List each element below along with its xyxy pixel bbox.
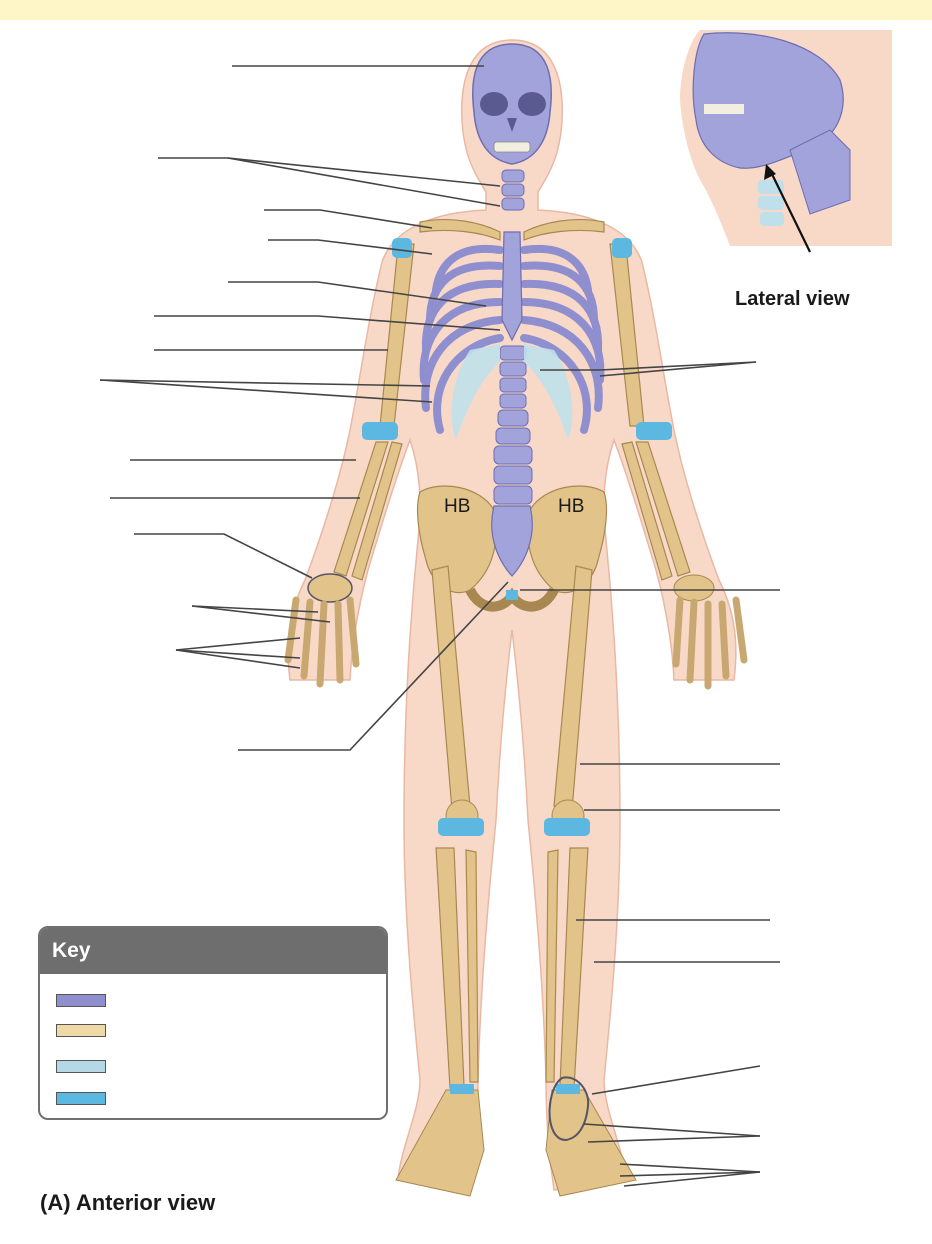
hip-bone-label-left: HB	[444, 496, 471, 517]
lateral-view-inset	[680, 30, 892, 253]
hand-bones	[284, 573, 748, 690]
anterior-view-caption: (A) Anterior view	[40, 1190, 216, 1215]
lateral-view-caption: Lateral view	[735, 288, 850, 310]
hip-bone-label-right: HB	[558, 496, 585, 517]
header-band	[0, 0, 932, 20]
knees	[438, 799, 590, 836]
key-legend: Key	[38, 926, 388, 1120]
swatch-axial	[56, 994, 106, 1007]
pelvis	[416, 485, 608, 612]
rib-cage	[419, 244, 605, 434]
vertebral-column	[493, 169, 533, 505]
costal-cartilage	[451, 344, 573, 440]
foot-bones	[395, 1076, 637, 1197]
swatch-joint	[56, 1092, 106, 1105]
key-title: Key	[40, 928, 386, 974]
clavicles	[419, 219, 605, 241]
leg-bones	[431, 565, 593, 1089]
swatch-cartilage	[56, 1060, 106, 1073]
leader-lines	[99, 65, 780, 1187]
shoulder-and-elbow-joints	[362, 238, 672, 440]
sternum	[501, 231, 523, 342]
skull	[472, 43, 552, 165]
swatch-appendicular	[56, 1024, 106, 1037]
